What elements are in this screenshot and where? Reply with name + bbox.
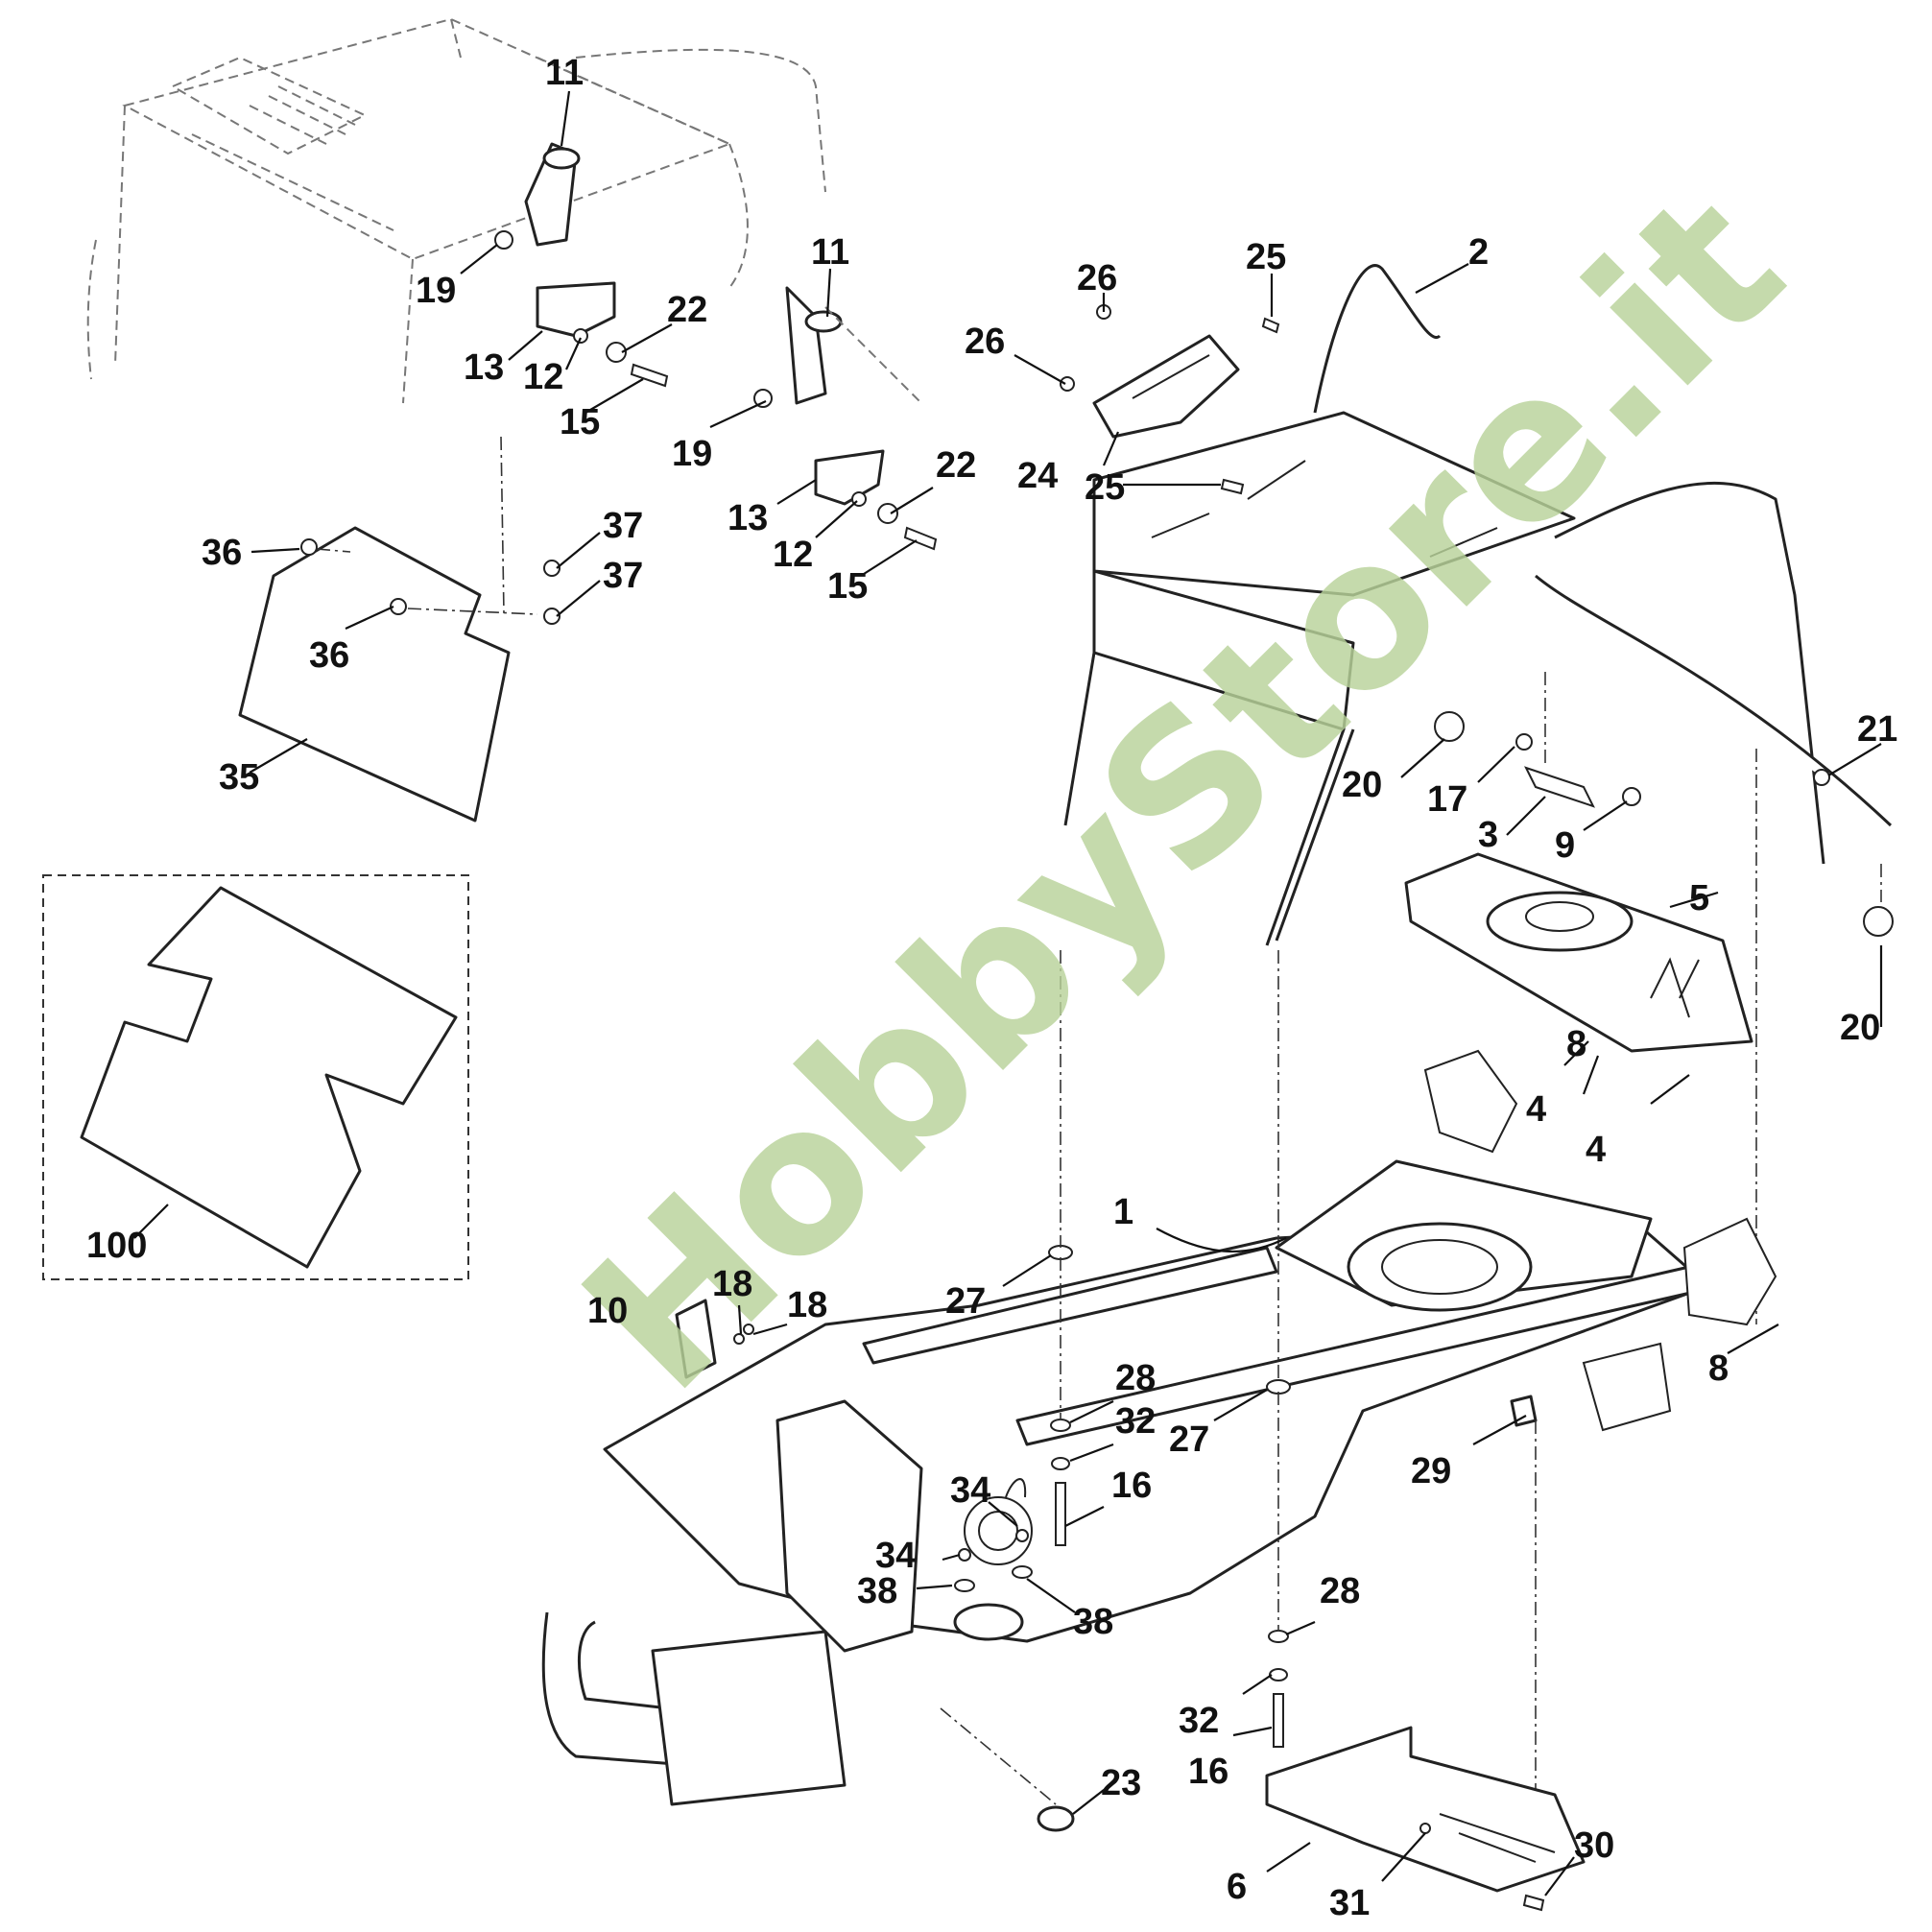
callout-13: 13 xyxy=(727,498,768,538)
callout-1: 1 xyxy=(1113,1192,1133,1232)
bracket-10 xyxy=(675,1299,754,1379)
frame-fasteners-right xyxy=(1434,672,1894,1324)
callout-38: 38 xyxy=(1073,1602,1113,1642)
callout-20: 20 xyxy=(1840,1008,1880,1048)
leader-lines xyxy=(133,90,1883,1896)
callout-18: 18 xyxy=(712,1264,752,1304)
callout-19: 19 xyxy=(416,271,456,311)
callout-17: 17 xyxy=(1427,779,1467,820)
callout-15: 15 xyxy=(827,566,868,607)
callout-16: 16 xyxy=(1111,1466,1152,1506)
ghost-seat-frame xyxy=(86,17,826,404)
callout-10: 10 xyxy=(587,1291,628,1331)
callout-15: 15 xyxy=(560,402,600,442)
callout-37: 37 xyxy=(603,556,643,596)
callout-5: 5 xyxy=(1689,878,1709,918)
seat-spring-bracket-left xyxy=(524,142,616,338)
callout-11: 11 xyxy=(545,53,584,93)
callout-22: 22 xyxy=(667,290,707,330)
callout-25: 25 xyxy=(1246,237,1286,277)
callout-19: 19 xyxy=(672,434,712,474)
callout-27: 27 xyxy=(945,1281,986,1322)
callout-12: 12 xyxy=(523,357,563,397)
callout-22: 22 xyxy=(936,445,976,486)
callout-6: 6 xyxy=(1227,1867,1247,1907)
callout-100: 100 xyxy=(86,1226,147,1266)
callout-26: 26 xyxy=(1077,258,1117,298)
callout-2: 2 xyxy=(1468,232,1489,273)
callout-13: 13 xyxy=(464,347,504,388)
inset-box-100 xyxy=(42,874,469,1280)
part-23-bushing xyxy=(940,1707,1075,1832)
small-hardware-top xyxy=(494,230,938,551)
callout-8: 8 xyxy=(1708,1348,1729,1389)
callout-34: 34 xyxy=(950,1470,990,1511)
callout-12: 12 xyxy=(773,535,813,575)
callout-8: 8 xyxy=(1566,1024,1586,1064)
callout-4: 4 xyxy=(1586,1130,1606,1170)
callout-18: 18 xyxy=(787,1285,827,1325)
callout-30: 30 xyxy=(1574,1825,1614,1866)
callout-4: 4 xyxy=(1526,1089,1546,1130)
callout-16: 16 xyxy=(1188,1752,1228,1792)
callout-32: 32 xyxy=(1179,1701,1219,1741)
fastener-stack-right xyxy=(1266,950,1291,1748)
callout-9: 9 xyxy=(1555,825,1575,866)
callout-32: 32 xyxy=(1115,1401,1156,1442)
callout-27: 27 xyxy=(1169,1419,1209,1460)
callout-25: 25 xyxy=(1085,467,1125,508)
callout-23: 23 xyxy=(1101,1763,1141,1803)
callout-11: 11 xyxy=(811,232,849,273)
seat-plate-35 xyxy=(238,436,561,823)
callout-35: 35 xyxy=(219,757,259,798)
callout-28: 28 xyxy=(1320,1571,1360,1611)
callout-20: 20 xyxy=(1342,765,1382,805)
part-29-clip xyxy=(1510,1395,1538,1804)
callout-34: 34 xyxy=(875,1536,916,1576)
callout-29: 29 xyxy=(1411,1451,1451,1491)
belt-cover-5 xyxy=(1404,852,1753,1053)
callout-36: 36 xyxy=(309,635,349,676)
callout-31: 31 xyxy=(1329,1883,1370,1923)
seat-spring-bracket-right xyxy=(785,286,922,506)
callout-labels: 11 11 19 19 13 13 12 12 22 22 15 15 36 3… xyxy=(86,53,1897,1923)
fastener-stack-left xyxy=(1048,950,1073,1546)
under-shield-6 xyxy=(1265,1726,1586,1912)
callout-37: 37 xyxy=(603,506,643,546)
callout-28: 28 xyxy=(1115,1358,1156,1398)
callout-38: 38 xyxy=(857,1571,897,1611)
main-chassis-1 xyxy=(541,1049,1777,1806)
pulley-assembly xyxy=(953,1478,1033,1641)
callout-26: 26 xyxy=(965,322,1005,362)
callout-24: 24 xyxy=(1017,456,1058,496)
callout-3: 3 xyxy=(1478,815,1498,855)
callout-21: 21 xyxy=(1857,709,1897,750)
seat-side-plate-24 xyxy=(1060,304,1280,495)
callout-36: 36 xyxy=(202,533,242,573)
